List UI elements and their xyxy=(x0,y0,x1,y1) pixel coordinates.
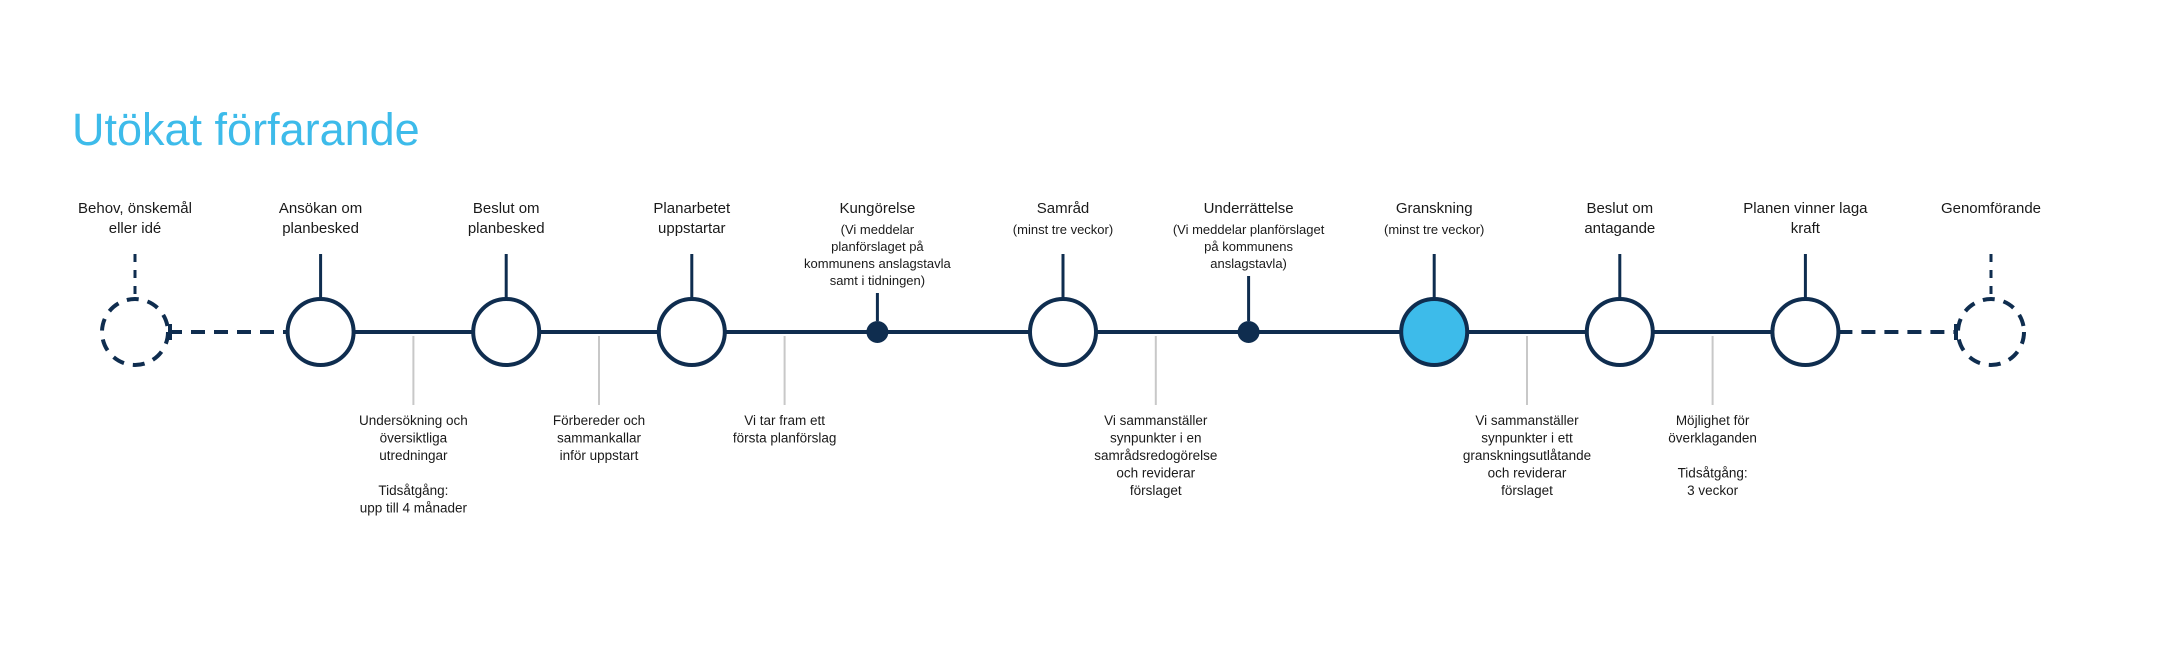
phase-description-line: överklaganden xyxy=(1668,431,1757,446)
step-note-line: (Vi meddelar planförslaget xyxy=(1173,222,1325,237)
step-samrad: Samråd (minst tre veckor) xyxy=(1013,200,1113,367)
step-label: Genomförande xyxy=(1941,200,2041,217)
phase-description-line: översiktliga xyxy=(380,431,448,446)
step-label-line: Underrättelse xyxy=(1204,200,1294,217)
step-note-line: anslagstavla) xyxy=(1210,256,1287,271)
phase-description-line: granskningsutlåtande xyxy=(1463,448,1591,463)
phase-description-line: Vi tar fram ett xyxy=(744,413,825,428)
step-genomforande: Genomförande xyxy=(1941,200,2041,367)
phase-description-line: Undersökning och xyxy=(359,413,468,428)
step-note-line: (Vi meddelar xyxy=(841,222,915,237)
step-label: Underrättelse xyxy=(1204,200,1294,217)
step-label-line: Behov, önskemål xyxy=(78,200,192,217)
step-note-line: (minst tre veckor) xyxy=(1384,222,1484,237)
step-label-line: uppstartar xyxy=(658,220,726,237)
optional-milestone-circle xyxy=(1956,297,2026,367)
optional-milestone-circle xyxy=(100,297,170,367)
step-ansokan: Ansökan om planbesked xyxy=(279,200,362,367)
phase-description-line: Förbereder och xyxy=(553,413,645,428)
milestone-circle xyxy=(1028,297,1098,367)
step-note-line: (minst tre veckor) xyxy=(1013,222,1113,237)
phase-description-line: 3 veckor xyxy=(1687,483,1739,498)
step-label: Planarbetet uppstartar xyxy=(653,200,731,237)
phase-description-line: synpunkter i ett xyxy=(1481,431,1573,446)
phase-description-line: Tidsåtgång: xyxy=(1678,466,1748,481)
phase-description-sammanstaller-samrad: Vi sammanställer synpunkter i en samrådsre… xyxy=(1094,413,1217,498)
milestone-circle xyxy=(471,297,542,367)
step-label-line: kraft xyxy=(1791,220,1821,237)
announcement-dot xyxy=(866,321,889,343)
step-note-line: planförslaget på xyxy=(831,239,924,254)
step-label: Samråd xyxy=(1037,200,1090,217)
step-granskning: Granskning (minst tre veckor) xyxy=(1384,200,1484,367)
phase-description-line: utredningar xyxy=(379,448,448,463)
step-label: Granskning xyxy=(1396,200,1473,217)
step-label-line: Ansökan om xyxy=(279,200,362,217)
step-note-line: på kommunens xyxy=(1204,239,1293,254)
step-behov: Behov, önskemål eller idé xyxy=(78,200,192,367)
step-label-line: planbesked xyxy=(468,220,545,237)
step-label-line: planbesked xyxy=(282,220,359,237)
phase-description-line: Vi sammanställer xyxy=(1104,413,1208,428)
step-label-line: eller idé xyxy=(109,220,162,237)
current-milestone-circle xyxy=(1399,297,1470,367)
milestone-circle xyxy=(285,297,356,367)
step-label: Behov, önskemål eller idé xyxy=(78,200,192,237)
step-label: Ansökan om planbesked xyxy=(279,200,362,237)
milestone-circle xyxy=(1584,297,1655,367)
step-label: Planen vinner laga kraft xyxy=(1743,200,1868,237)
phase-description-line: förslaget xyxy=(1501,483,1553,498)
step-note: (minst tre veckor) xyxy=(1384,222,1484,237)
step-beslut-planbesked: Beslut om planbesked xyxy=(468,200,545,367)
phase-description-line: Vi sammanställer xyxy=(1475,413,1579,428)
page-title: Utökat förfarande xyxy=(72,104,420,155)
announcement-dot xyxy=(1237,321,1260,343)
milestone-circle xyxy=(656,297,727,367)
step-label-line: Samråd xyxy=(1037,200,1090,217)
step-underrattelse: Underrättelse (Vi meddelar planförslaget p… xyxy=(1173,200,1325,343)
step-label-line: Planen vinner laga xyxy=(1743,200,1868,217)
phase-description-line: och reviderar xyxy=(1116,466,1195,481)
step-beslut-antagande: Beslut om antagande xyxy=(1584,200,1655,367)
step-note-line: kommunens anslagstavla xyxy=(804,256,951,271)
step-label-line: Kungörelse xyxy=(839,200,915,217)
phase-description-line: första planförslag xyxy=(733,431,837,446)
step-label-line: Planarbetet xyxy=(653,200,731,217)
phase-description-line: synpunkter i en xyxy=(1110,431,1202,446)
step-label: Beslut om planbesked xyxy=(468,200,545,237)
step-label: Beslut om antagande xyxy=(1584,200,1655,237)
phase-description-line: Möjlighet för xyxy=(1676,413,1750,428)
milestone-circle xyxy=(1770,297,1841,367)
phase-description-line: förslaget xyxy=(1130,483,1182,498)
phase-description-line: och reviderar xyxy=(1488,466,1567,481)
step-kungorelse: Kungörelse (Vi meddelar planförslaget på ko… xyxy=(804,200,952,343)
step-label-line: Beslut om xyxy=(1586,200,1653,217)
step-note: (Vi meddelar planförslaget på kommunens an… xyxy=(804,222,951,288)
phase-description-line: Tidsåtgång: xyxy=(378,483,448,498)
step-note-line: samt i tidningen) xyxy=(830,273,925,288)
phase-description-line: inför uppstart xyxy=(560,448,639,463)
phase-description-line: upp till 4 månader xyxy=(360,501,468,516)
step-note: (Vi meddelar planförslaget på kommunens an… xyxy=(1173,222,1325,271)
phase-description-vi-tar-fram: Vi tar fram ett första planförslag xyxy=(733,413,837,446)
phase-description-line: samrådsredogörelse xyxy=(1094,448,1217,463)
step-planen-vinner: Planen vinner laga kraft xyxy=(1743,200,1868,367)
step-planarbetet: Planarbetet uppstartar xyxy=(653,200,731,367)
step-label-line: Genomförande xyxy=(1941,200,2041,217)
step-label-line: Granskning xyxy=(1396,200,1473,217)
step-label-line: antagande xyxy=(1584,220,1655,237)
step-label: Kungörelse xyxy=(839,200,915,217)
phase-description-sammanstaller-granskning: Vi sammanställer synpunkter i ett granskni… xyxy=(1463,413,1591,498)
phase-description-line: sammankallar xyxy=(557,431,642,446)
step-label-line: Beslut om xyxy=(473,200,540,217)
step-note: (minst tre veckor) xyxy=(1013,222,1113,237)
phase-description-forbereder: Förbereder och sammankallar inför uppstart xyxy=(553,413,645,463)
